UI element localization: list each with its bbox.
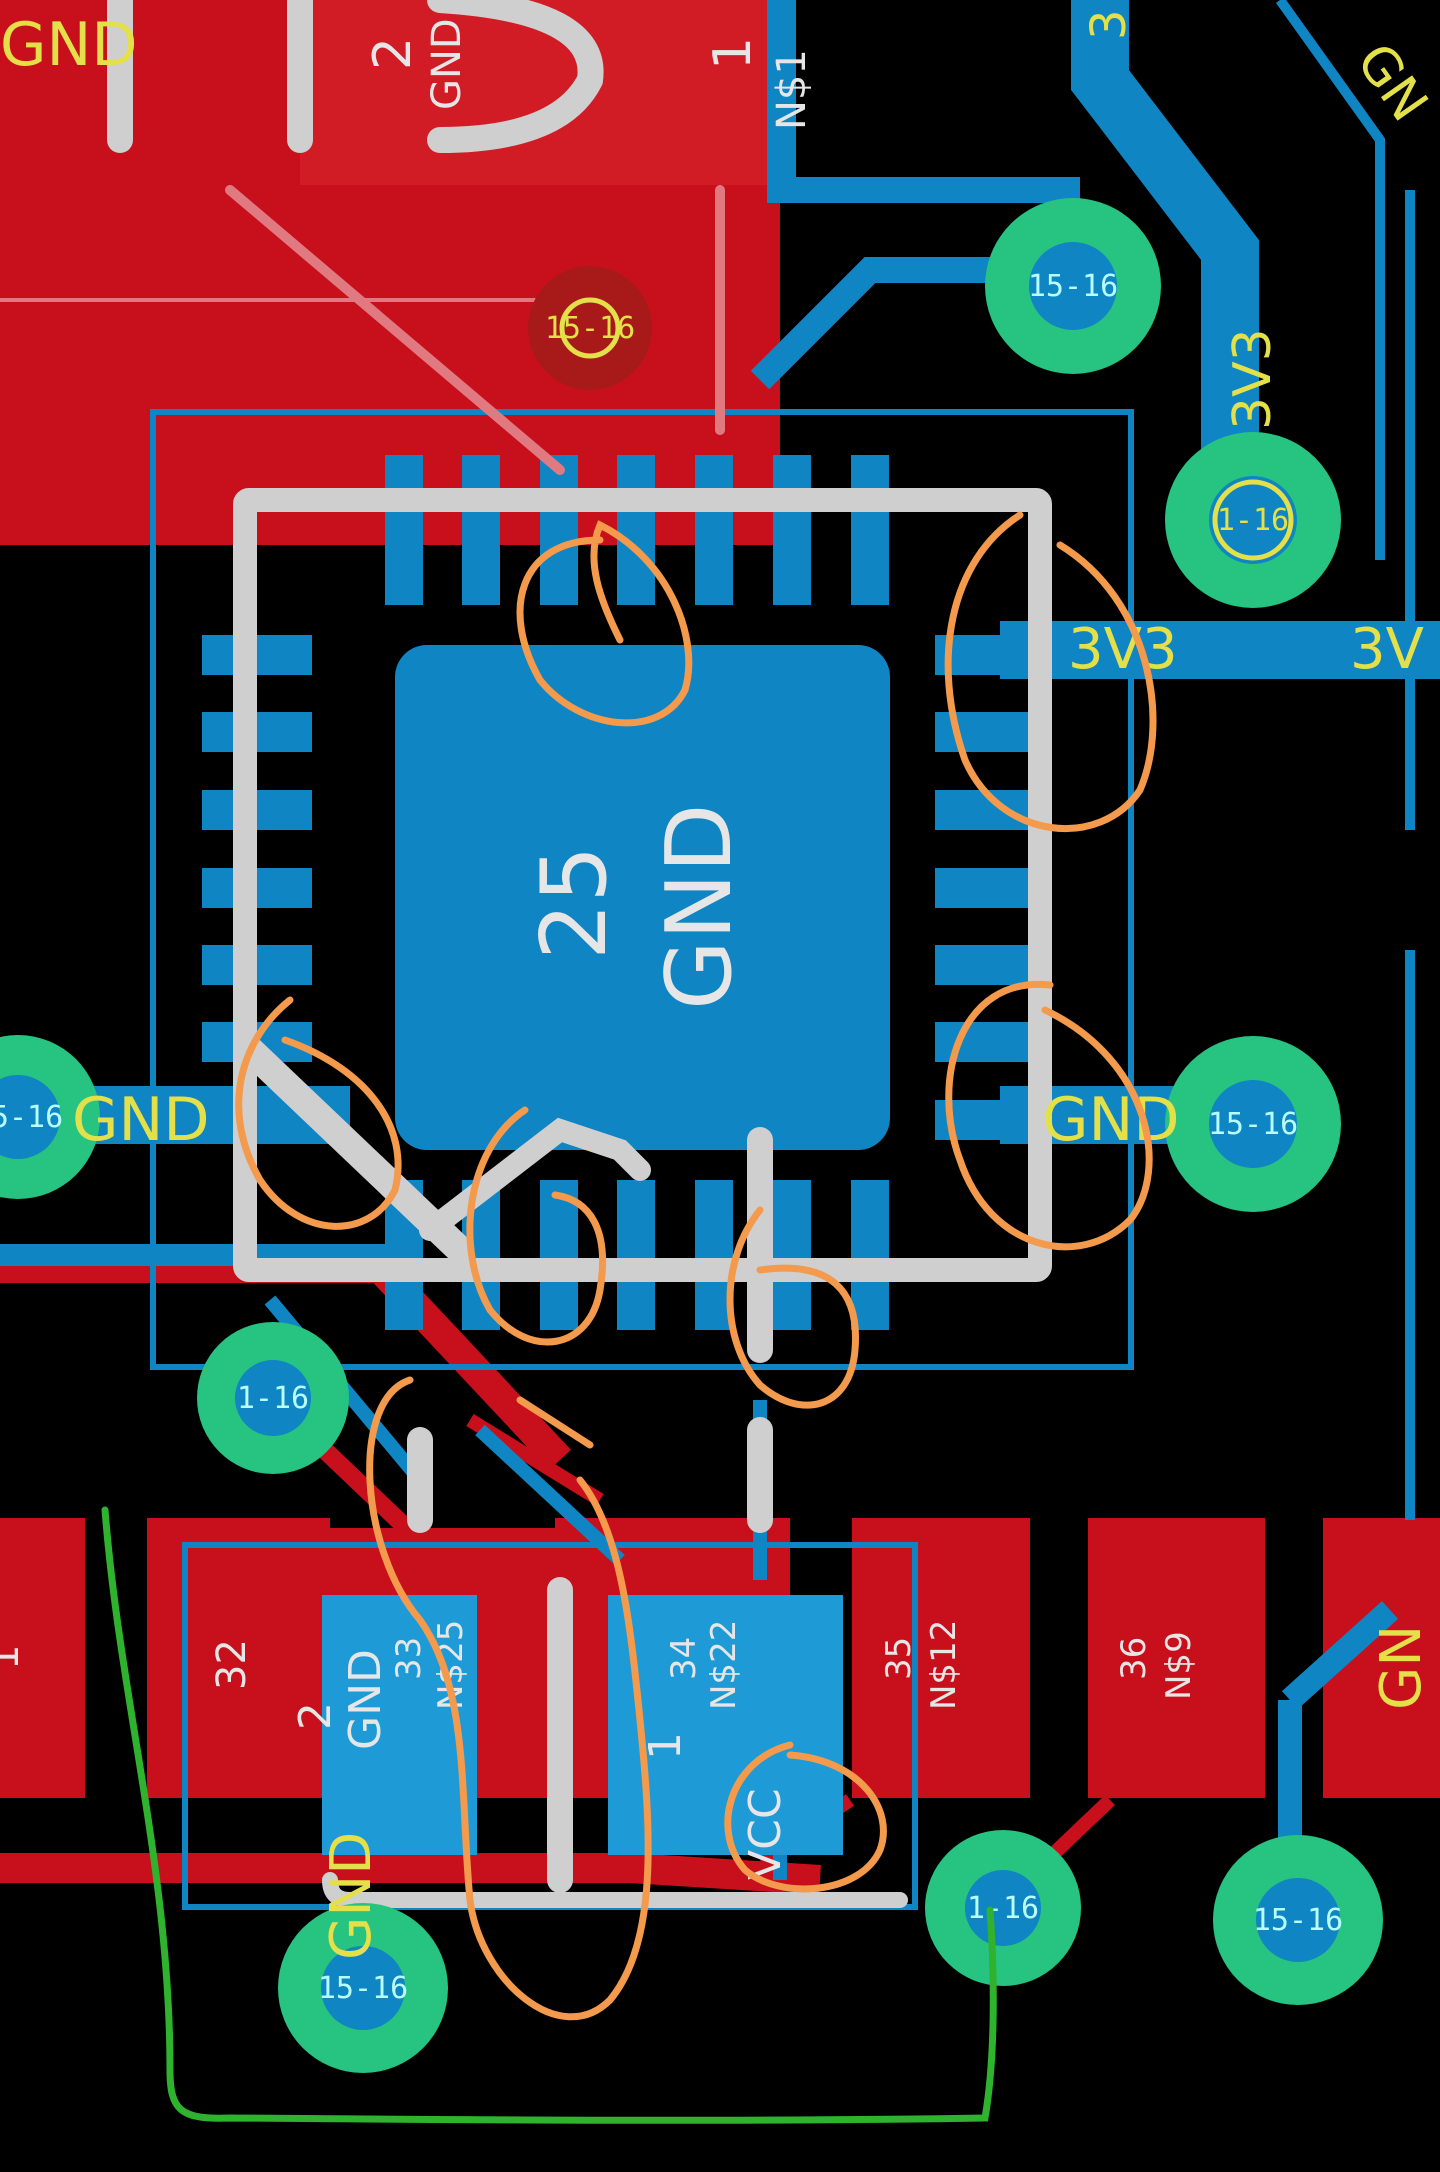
via-label: 15-16 bbox=[0, 1100, 63, 1135]
ic-outline bbox=[150, 409, 1134, 1370]
circle-top-pins bbox=[516, 520, 693, 727]
net-3v3-label-b: 3V bbox=[1350, 617, 1424, 682]
via-label: 15-16 bbox=[545, 311, 635, 346]
gnd-topleft-label: GND bbox=[0, 10, 138, 80]
via-labels: 15-16 15-16 1-16 15-16 15-16 1-16 1-16 1… bbox=[0, 269, 1343, 2006]
pad-35-num: 35 bbox=[879, 1637, 919, 1680]
pin2-num-label: 2 bbox=[363, 37, 423, 70]
pin2-pad bbox=[300, 0, 770, 185]
pad-33-num: 33 bbox=[389, 1637, 429, 1680]
net-labels: GND 2 GND 1 N$1 3 GN 3V3 3V3 3V 25 GND G… bbox=[0, 9, 1439, 1960]
pad-36-num: 36 bbox=[1114, 1637, 1154, 1680]
orange-annotations bbox=[235, 511, 1157, 2021]
top-copper-layer bbox=[0, 0, 1440, 1906]
pin1-net-label: N$1 bbox=[769, 49, 815, 130]
via[interactable] bbox=[925, 1830, 1081, 1986]
pad-34-num: 34 bbox=[664, 1637, 704, 1680]
net-3v3-vertical-label: 3V3 bbox=[1223, 328, 1283, 430]
circle-bottom-a bbox=[466, 1106, 607, 1346]
via[interactable] bbox=[1213, 1835, 1383, 2005]
center-pad-number: 25 bbox=[522, 845, 627, 960]
circle-cap-vcc bbox=[724, 1741, 887, 1893]
right-edge-gnd-label: GN bbox=[1369, 1625, 1434, 1710]
cap-net: GND bbox=[340, 1649, 391, 1750]
via[interactable] bbox=[1165, 432, 1341, 608]
pad-32-num: 32 bbox=[209, 1639, 255, 1690]
via[interactable] bbox=[528, 266, 652, 390]
via[interactable] bbox=[1165, 1036, 1341, 1212]
via-label: 1-16 bbox=[967, 1891, 1039, 1926]
ic-center-pad[interactable] bbox=[395, 645, 890, 1150]
circle-left-lower bbox=[235, 996, 402, 1230]
circle-bottom-b bbox=[726, 1206, 860, 1409]
pin2-net-label: GND bbox=[424, 18, 470, 110]
gnd-right-label: GND bbox=[1042, 1085, 1180, 1155]
silkscreen bbox=[0, 0, 1052, 1908]
pad-34-net: N$22 bbox=[704, 1620, 744, 1710]
vias bbox=[0, 198, 1383, 2073]
via[interactable] bbox=[197, 1322, 349, 1474]
cap-num: 2 bbox=[290, 1702, 341, 1730]
center-pad-net: GND bbox=[647, 804, 752, 1010]
cap2-num: 1 bbox=[640, 1732, 691, 1760]
pin1-num-label: 1 bbox=[703, 37, 763, 70]
cap2-net: VCC bbox=[740, 1788, 791, 1880]
loop-under-ic bbox=[366, 1376, 652, 2021]
green-annotation-box bbox=[101, 1506, 997, 2124]
via-label: 15-16 bbox=[1253, 1903, 1343, 1938]
via-label: 1-16 bbox=[1217, 503, 1289, 538]
via-label: 15-16 bbox=[1208, 1107, 1298, 1142]
gnd-bottom-label: GND bbox=[319, 1832, 384, 1960]
via-label: 15-16 bbox=[1028, 269, 1118, 304]
pad-36-net: N$9 bbox=[1159, 1631, 1199, 1700]
via[interactable] bbox=[0, 1035, 100, 1199]
top-right-num-label: 3 bbox=[1081, 9, 1137, 40]
edge-pad-label: 1 bbox=[0, 1645, 28, 1670]
circle-right-top bbox=[944, 511, 1157, 833]
via[interactable] bbox=[985, 198, 1161, 374]
via-label: 1-16 bbox=[237, 1381, 309, 1416]
net-3v3-label-a: 3V3 bbox=[1068, 617, 1178, 682]
gnd-left-label: GND bbox=[72, 1085, 210, 1155]
via[interactable] bbox=[278, 1903, 448, 2073]
short-stroke bbox=[516, 1396, 594, 1449]
circle-right-lower bbox=[945, 980, 1153, 1251]
via-label: 15-16 bbox=[318, 1971, 408, 2006]
pad-35-net: N$12 bbox=[924, 1620, 964, 1710]
